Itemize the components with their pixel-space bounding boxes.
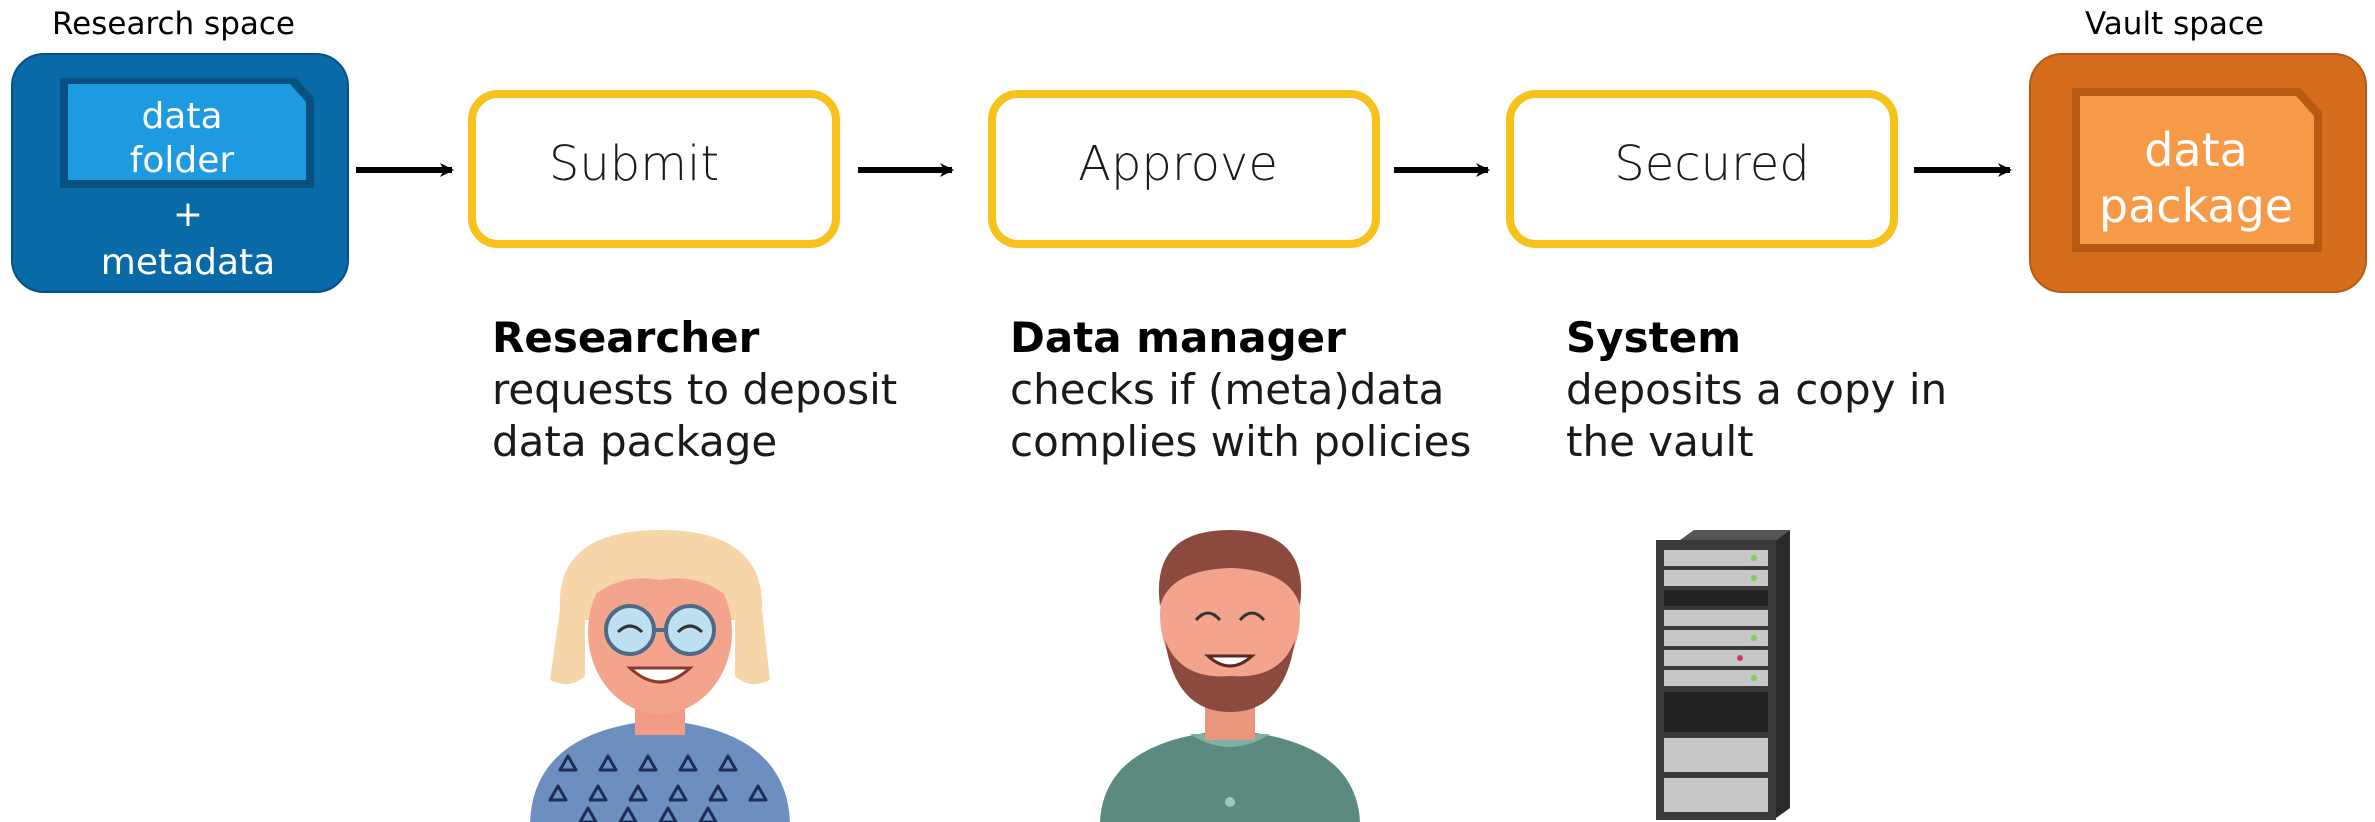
step-secured-box (1506, 90, 1898, 248)
role-data-manager-title: Data manager (1010, 313, 1346, 362)
role-researcher-desc-line2: data package (492, 417, 777, 466)
plus-label: + (173, 194, 203, 235)
research-data-node: data folder + metadata (11, 53, 349, 293)
research-space-label: Research space (52, 6, 295, 42)
package-label-line1: data (2144, 123, 2248, 177)
step-approve: Approve (988, 90, 1380, 248)
data-manager-avatar-icon (1100, 530, 1360, 822)
researcher-avatar-icon (530, 530, 790, 822)
data-package-icon (2080, 96, 2314, 244)
role-system: System deposits a copy in the vault (1566, 313, 1947, 466)
vault-package-node: data package (2029, 53, 2367, 293)
role-data-manager: Data manager checks if (meta)data compli… (1010, 313, 1471, 466)
role-system-title: System (1566, 313, 1741, 362)
role-researcher-desc-line1: requests to deposit (492, 365, 897, 414)
role-system-desc-line1: deposits a copy in (1566, 365, 1947, 414)
role-researcher: Researcher requests to deposit data pack… (492, 313, 897, 466)
step-secured: Secured (1506, 90, 1898, 248)
step-submit-label: Submit (549, 136, 719, 192)
role-researcher-title: Researcher (492, 313, 760, 362)
step-secured-label: Secured (1614, 136, 1810, 192)
data-folder-icon (68, 84, 306, 180)
step-approve-box (988, 90, 1380, 248)
vault-space-label: Vault space (2085, 6, 2264, 42)
step-approve-label: Approve (1078, 136, 1278, 192)
step-submit-box (468, 90, 840, 248)
package-label-line2: package (2099, 179, 2293, 233)
role-data-manager-desc-line1: checks if (meta)data (1010, 365, 1444, 414)
folder-label-line1: data (141, 96, 222, 137)
folder-label-line2: folder (130, 140, 235, 181)
role-data-manager-desc-line2: complies with policies (1010, 417, 1471, 466)
metadata-label: metadata (101, 242, 275, 283)
role-system-desc-line2: the vault (1566, 417, 1754, 466)
step-submit: Submit (468, 90, 840, 248)
server-rack-icon (1656, 530, 1790, 820)
